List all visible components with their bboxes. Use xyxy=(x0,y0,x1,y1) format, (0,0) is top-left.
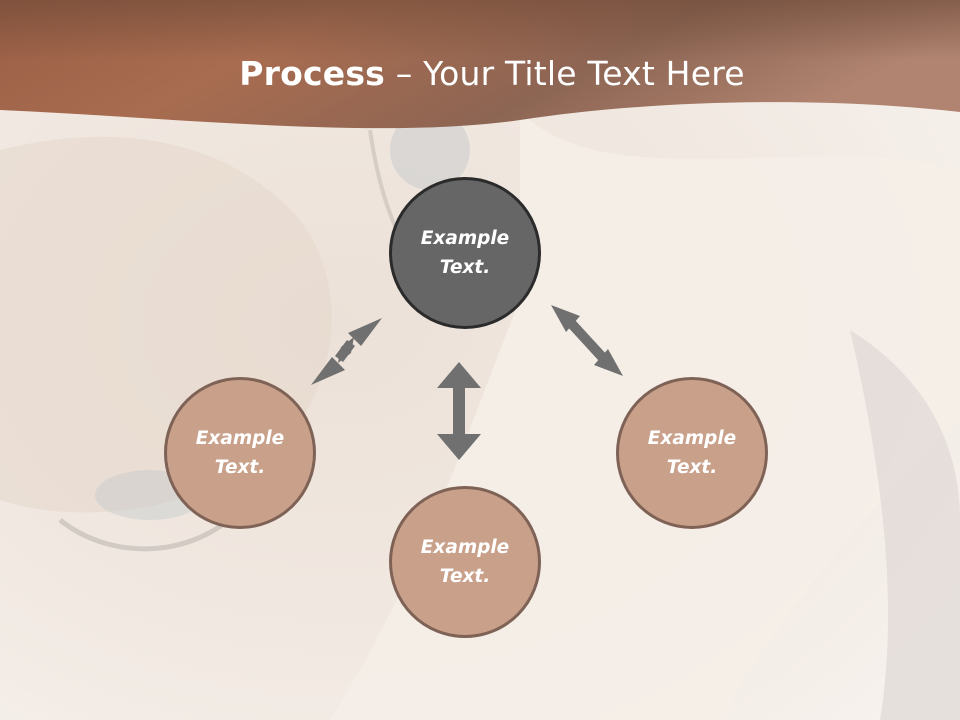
double-arrow-top-left xyxy=(311,318,382,385)
node-right-label: Example Text. xyxy=(647,428,737,478)
node-left: Example Text. xyxy=(164,377,316,529)
double-arrow-top-right xyxy=(551,305,623,376)
node-top-label: Example Text. xyxy=(420,228,510,278)
double-arrow-vertical xyxy=(437,362,481,460)
title-bold: Process xyxy=(239,54,386,93)
node-bottom: Example Text. xyxy=(389,486,541,638)
slide-title: Process – Your Title Text Here xyxy=(0,52,960,96)
node-left-label: Example Text. xyxy=(195,428,285,478)
node-top: Example Text. xyxy=(389,177,541,329)
node-right: Example Text. xyxy=(616,377,768,529)
node-bottom-label: Example Text. xyxy=(420,537,510,587)
title-rest: – Your Title Text Here xyxy=(385,54,745,93)
